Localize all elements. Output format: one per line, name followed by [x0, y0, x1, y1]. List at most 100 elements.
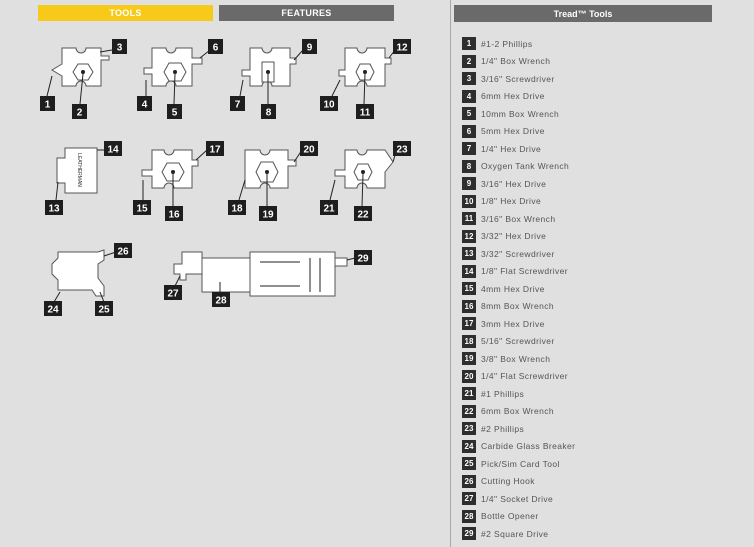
- item-label: 1/8" Flat Screwdriver: [481, 266, 568, 277]
- item-label: #1 Phillips: [481, 388, 525, 399]
- callout-18: 18: [228, 200, 246, 215]
- callout-20: 20: [300, 141, 318, 156]
- callout-15: 15: [133, 200, 151, 215]
- item-number-badge: 12: [462, 229, 476, 243]
- tool-link-1-3: [51, 47, 110, 87]
- item-number-badge: 20: [462, 369, 476, 383]
- tool-link-24-26: [51, 249, 105, 297]
- callout-3: 3: [112, 39, 127, 54]
- svg-text:7: 7: [235, 100, 241, 111]
- svg-text:27: 27: [167, 289, 179, 300]
- tool-link-4-6: [143, 47, 203, 87]
- item-number-badge: 7: [462, 142, 476, 156]
- svg-text:8: 8: [266, 108, 272, 119]
- item-label: 6mm Box Wrench: [481, 406, 554, 417]
- callout-23: 23: [393, 141, 411, 156]
- svg-text:18: 18: [231, 204, 243, 215]
- callout-21: 21: [320, 200, 338, 215]
- item-label: 1/4" Socket Drive: [481, 493, 554, 504]
- callout-13: 13: [45, 200, 63, 215]
- list-item: 7 1/4" Hex Drive: [462, 140, 575, 158]
- callout-22: 22: [354, 206, 372, 221]
- callout-7: 7: [230, 96, 245, 111]
- list-item: 12 3/32" Hex Drive: [462, 228, 575, 246]
- item-label: 10mm Box Wrench: [481, 108, 560, 119]
- item-label: 3mm Hex Drive: [481, 318, 545, 329]
- item-label: 1/4" Hex Drive: [481, 143, 542, 154]
- svg-text:26: 26: [117, 247, 129, 258]
- svg-text:15: 15: [136, 204, 148, 215]
- callout-8: 8: [261, 104, 276, 119]
- callout-27: 27: [164, 285, 182, 300]
- tab-features[interactable]: FEATURES: [219, 5, 394, 21]
- item-number-badge: 25: [462, 457, 476, 471]
- svg-text:10: 10: [323, 100, 335, 111]
- tool-link-21-23: [334, 149, 394, 189]
- item-number-badge: 16: [462, 299, 476, 313]
- svg-text:2: 2: [77, 108, 83, 119]
- item-number-badge: 29: [462, 527, 476, 541]
- item-number-badge: 2: [462, 54, 476, 68]
- tool-link-13-14: LEATHERMAN: [56, 147, 98, 194]
- svg-text:28: 28: [215, 296, 227, 307]
- svg-text:19: 19: [262, 210, 274, 221]
- item-number-badge: 18: [462, 334, 476, 348]
- item-number-badge: 14: [462, 264, 476, 278]
- item-label: Pick/Sim Card Tool: [481, 458, 560, 469]
- list-item: 25 Pick/Sim Card Tool: [462, 455, 575, 473]
- tool-link-10-12: [338, 47, 392, 87]
- svg-text:16: 16: [168, 210, 180, 221]
- callout-28: 28: [212, 292, 230, 307]
- item-number-badge: 21: [462, 387, 476, 401]
- tools-panel-title: Tread™ Tools: [454, 5, 712, 22]
- list-item: 19 3/8" Box Wrench: [462, 350, 575, 368]
- callout-1: 1: [40, 96, 55, 111]
- callout-labels: 1 2 3 4 5 6 7 8 9 10 11 12 13 14 15 16 1…: [40, 39, 411, 316]
- item-label: Cutting Hook: [481, 476, 535, 487]
- callout-24: 24: [44, 301, 62, 316]
- svg-text:3: 3: [117, 43, 123, 54]
- item-label: 6mm Hex Drive: [481, 91, 545, 102]
- tool-link-27-29: [173, 251, 348, 297]
- svg-text:11: 11: [360, 108, 371, 119]
- item-number-badge: 15: [462, 282, 476, 296]
- item-label: 3/16" Hex Drive: [481, 178, 547, 189]
- item-number-badge: 17: [462, 317, 476, 331]
- item-number-badge: 10: [462, 194, 476, 208]
- callout-9: 9: [302, 39, 317, 54]
- list-item: 21 #1 Phillips: [462, 385, 575, 403]
- tab-tools[interactable]: TOOLS: [38, 5, 213, 21]
- callout-6: 6: [208, 39, 223, 54]
- callout-25: 25: [95, 301, 113, 316]
- svg-text:5: 5: [172, 108, 178, 119]
- leatherman-engraving: LEATHERMAN: [76, 153, 82, 187]
- item-label: #2 Square Drive: [481, 528, 549, 539]
- item-number-badge: 11: [462, 212, 476, 226]
- item-number-badge: 19: [462, 352, 476, 366]
- tool-link-7-9: [241, 47, 297, 87]
- svg-text:13: 13: [48, 204, 60, 215]
- item-label: 3/32" Hex Drive: [481, 231, 547, 242]
- item-number-badge: 28: [462, 509, 476, 523]
- callout-17: 17: [206, 141, 224, 156]
- callout-14: 14: [104, 141, 122, 156]
- item-label: 3/8" Box Wrench: [481, 353, 551, 364]
- svg-text:4: 4: [142, 100, 148, 111]
- svg-text:29: 29: [357, 254, 369, 265]
- item-number-badge: 23: [462, 422, 476, 436]
